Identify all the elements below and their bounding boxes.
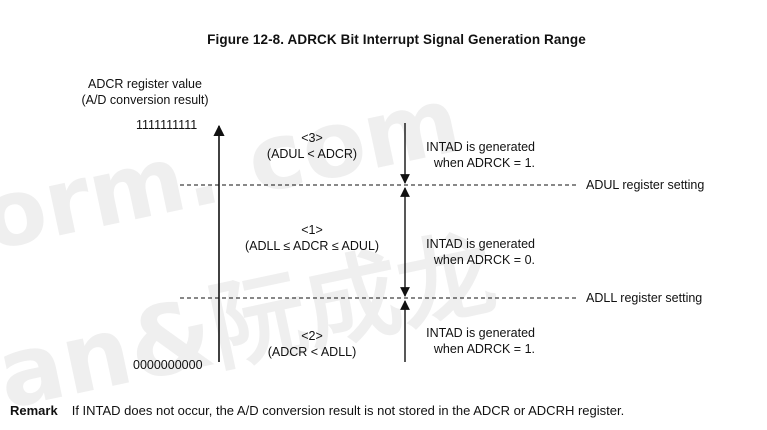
axis-label-line1: ADCR register value [88, 77, 202, 91]
range-2-note: INTAD is generated when ADRCK = 1. [400, 325, 535, 357]
range-3-note-line1: INTAD is generated [426, 140, 535, 154]
range-1-label: <1> (ADLL ≤ ADCR ≤ ADUL) [222, 222, 402, 254]
axis-label: ADCR register value (A/D conversion resu… [55, 76, 235, 108]
range-3-note: INTAD is generated when ADRCK = 1. [400, 139, 535, 171]
range-3-label: <3> (ADUL < ADCR) [232, 130, 392, 162]
range-3-condition: (ADUL < ADCR) [266, 147, 358, 161]
axis-label-line2: (A/D conversion result) [81, 93, 209, 107]
range-1-note: INTAD is generated when ADRCK = 0. [400, 236, 535, 268]
range-2-tag: <2> [301, 329, 323, 343]
axis-max-value: 1111111111 [136, 118, 198, 132]
range-2-note-line1: INTAD is generated [426, 326, 535, 340]
adul-threshold-label: ADUL register setting [586, 178, 705, 192]
range-2-label: <2> (ADCR < ADLL) [232, 328, 392, 360]
range-3-note-line2: when ADRCK = 1. [433, 156, 535, 170]
range-2-condition: (ADCR < ADLL) [267, 345, 357, 359]
remark-label: Remark [10, 403, 58, 418]
figure-title: Figure 12-8. ADRCK Bit Interrupt Signal … [207, 32, 586, 47]
range-1-condition: (ADLL ≤ ADCR ≤ ADUL) [244, 239, 380, 253]
adll-threshold-label: ADLL register setting [586, 291, 703, 305]
remark-text: If INTAD does not occur, the A/D convers… [71, 403, 625, 418]
range-1-note-line1: INTAD is generated [426, 237, 535, 251]
range-3-tag: <3> [301, 131, 323, 145]
axis-min-value: 0000000000 [133, 358, 203, 372]
range-1-tag: <1> [301, 223, 323, 237]
remark: Remark If INTAD does not occur, the A/D c… [10, 403, 624, 418]
range-2-note-line2: when ADRCK = 1. [433, 342, 535, 356]
range-1-note-line2: when ADRCK = 0. [433, 253, 535, 267]
